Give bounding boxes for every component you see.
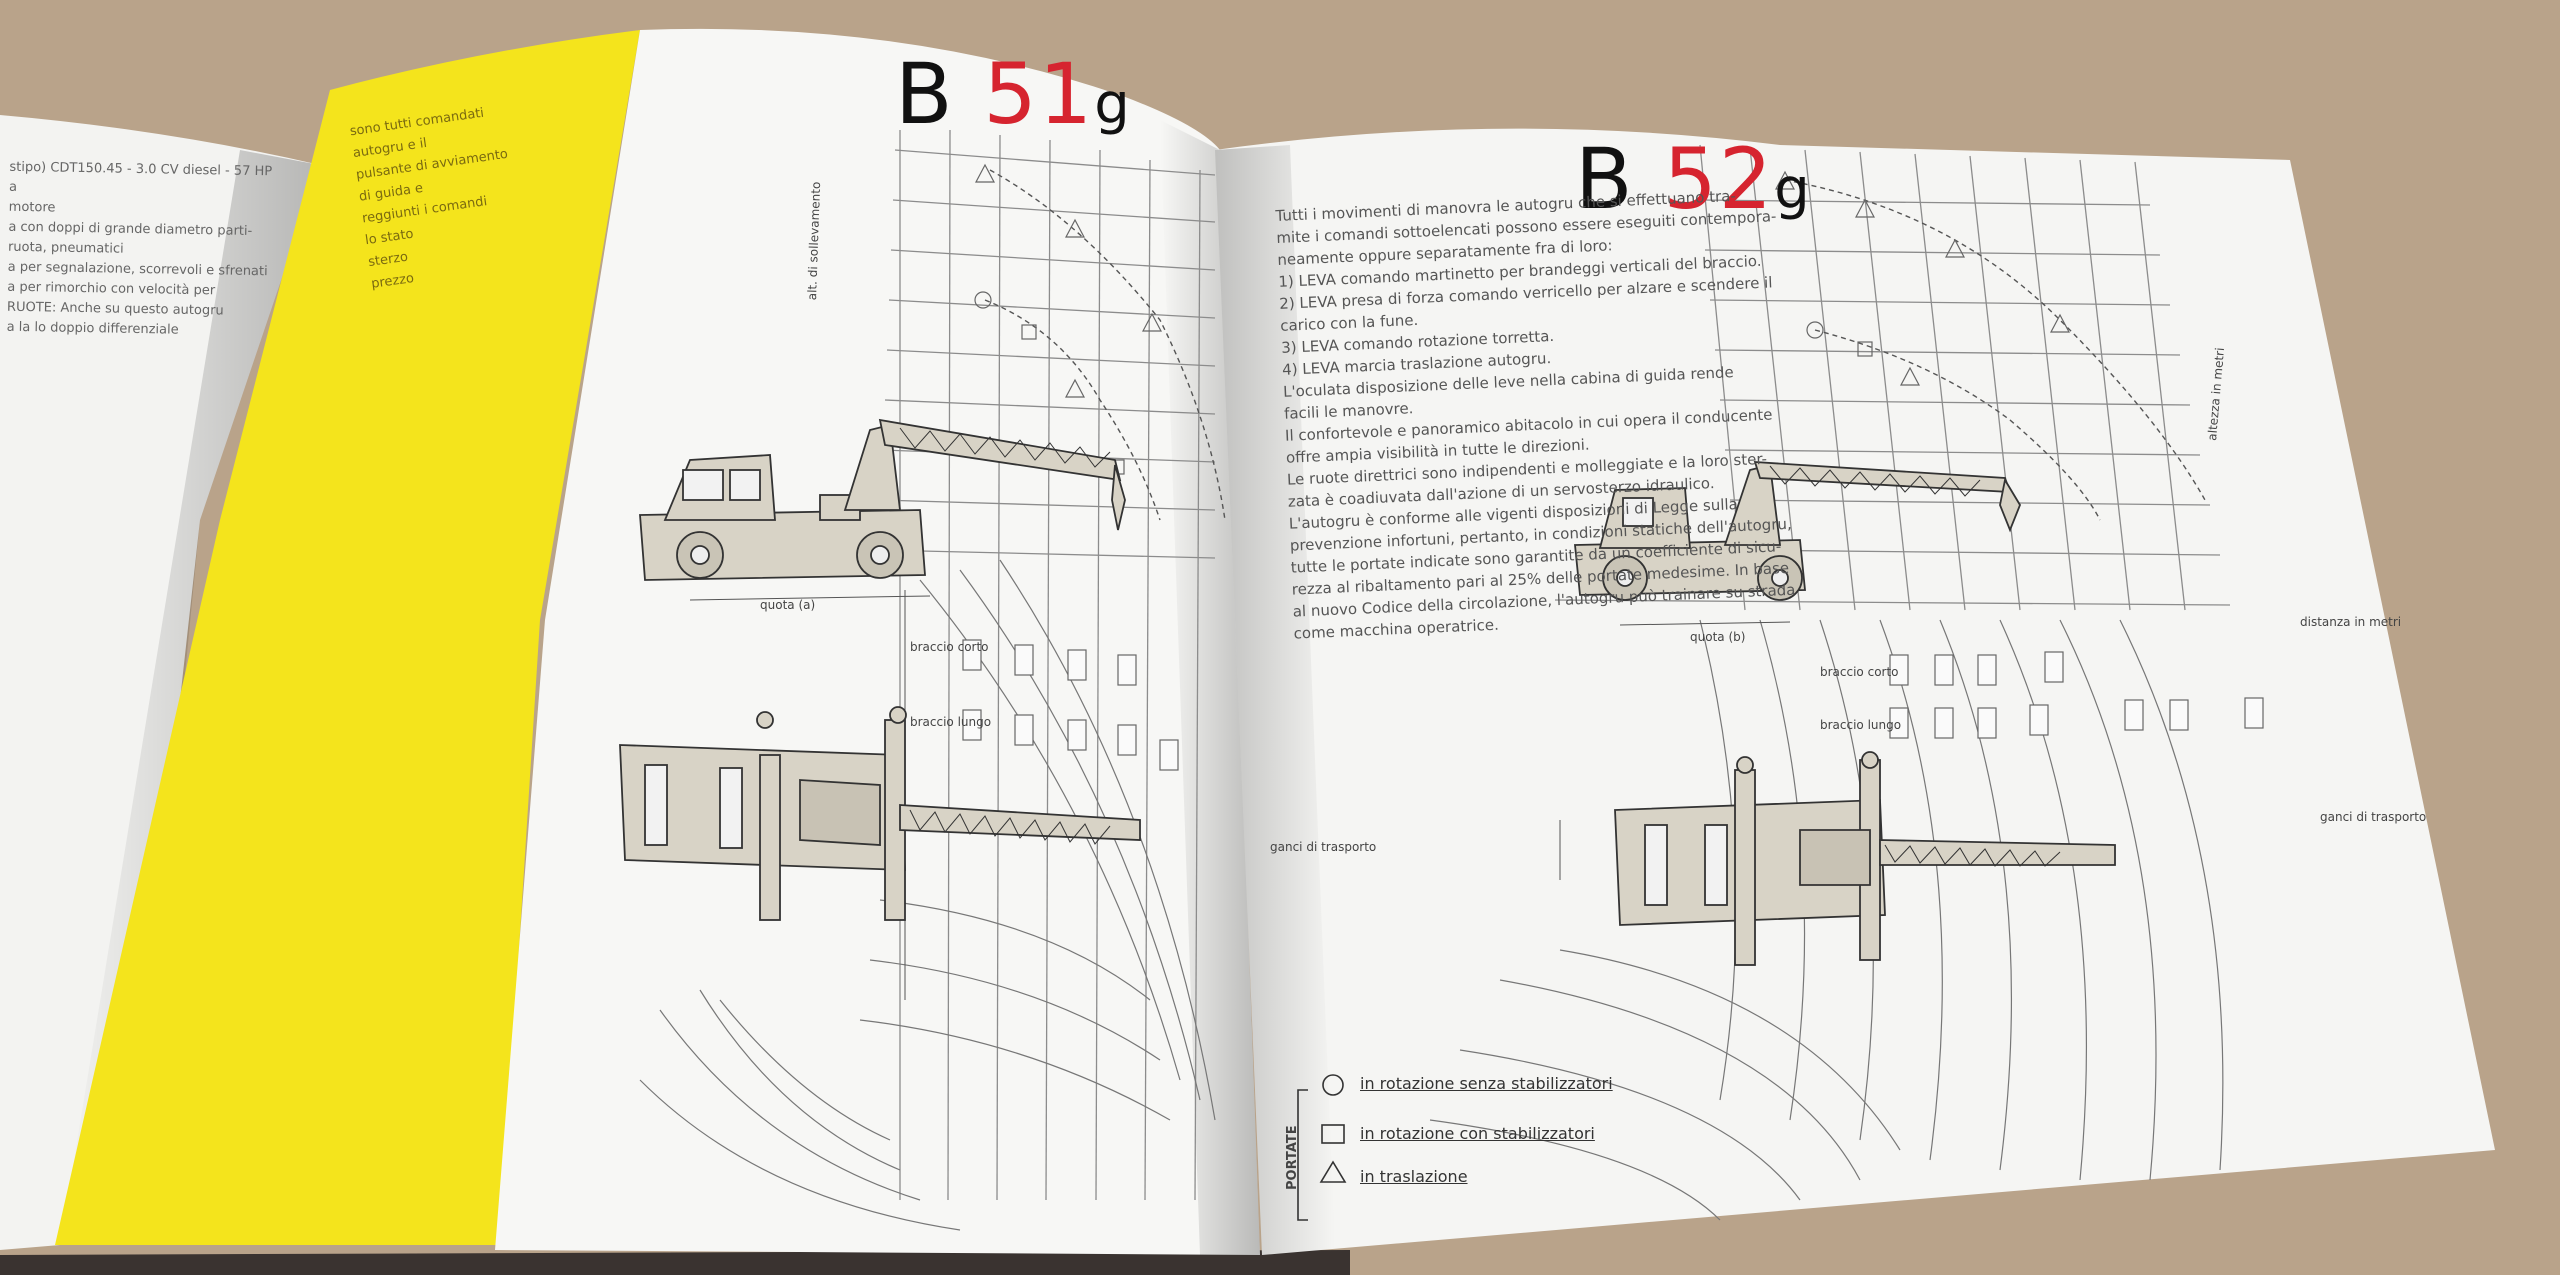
- legend-item: in rotazione con stabilizzatori: [1360, 1124, 1595, 1143]
- legend-item: in traslazione: [1360, 1167, 1468, 1186]
- b52-load-curves: [1784, 179, 2206, 521]
- b52-braccio-1: braccio corto: [1820, 665, 1899, 679]
- b52-braccio-2: braccio lungo: [1820, 718, 1902, 732]
- yellow-page: [55, 30, 640, 1245]
- b52-distance-label: quota (b): [1690, 630, 1746, 644]
- b52-offset-label: ganci di trasporto: [2320, 810, 2427, 824]
- b52-markers: [1775, 170, 2070, 386]
- b52-grid: [1554, 144, 2231, 611]
- legend-side-label: PORTATE: [1285, 1125, 1300, 1190]
- b52-truck-top: [1614, 751, 2116, 966]
- b52-top-truss: [1884, 844, 2061, 867]
- b51-braccio-1: braccio corto: [910, 640, 989, 654]
- b52-dimension: [1559, 621, 1791, 880]
- b51-grid: [878, 129, 1216, 1201]
- b51-truck-top: [619, 706, 1141, 921]
- b51-top-truss: [909, 809, 1111, 845]
- b52-title-number: 52: [1663, 130, 1775, 228]
- b51-title-number: 51: [983, 45, 1095, 143]
- b51-load-curves: [984, 169, 1226, 521]
- b51-title: B 51g: [895, 45, 1132, 143]
- legend-symbols: [1297, 1074, 1347, 1221]
- center-fold-shadow: [1160, 120, 1260, 1255]
- b51-table-boxes: [962, 639, 1179, 771]
- b52-title: B 52g: [1575, 130, 1812, 228]
- page-b51: [495, 28, 1260, 1256]
- b52-title-suffix: g: [1774, 157, 1812, 222]
- b51-boom-truss: [899, 427, 1111, 468]
- page-b52: [1215, 128, 2495, 1256]
- b52-truck-side: [1574, 461, 2022, 601]
- right-fold-shadow: [1215, 145, 1335, 1255]
- b52-description: Tutti i movimenti di manovra le autogru …: [1275, 183, 1797, 645]
- b52-boom-truss: [1769, 465, 1981, 497]
- b51-braccio-2: braccio lungo: [910, 715, 992, 729]
- b51-title-prefix: B: [895, 45, 984, 143]
- legend-item: in rotazione senza stabilizzatori: [1360, 1074, 1613, 1093]
- b51-title-suffix: g: [1094, 72, 1132, 137]
- b51-distance-label: quota (a): [760, 598, 816, 612]
- b51-arcs: [639, 559, 1216, 1231]
- yellow-page-text: sono tutti comandati autogru e il pulsan…: [348, 100, 524, 296]
- b52-table-boxes: [1889, 651, 2264, 739]
- book-bottom-edge: [0, 1250, 1350, 1275]
- b52-right-label: distanza in metri: [2300, 615, 2402, 629]
- left-page-text: stipo) CDT150.45 - 3.0 CV diesel - 57 HP…: [6, 158, 273, 343]
- b52-arcs: [1429, 619, 2224, 1221]
- b52-title-prefix: B: [1575, 130, 1664, 228]
- b51-offset-label: ganci di trasporto: [1270, 840, 1377, 854]
